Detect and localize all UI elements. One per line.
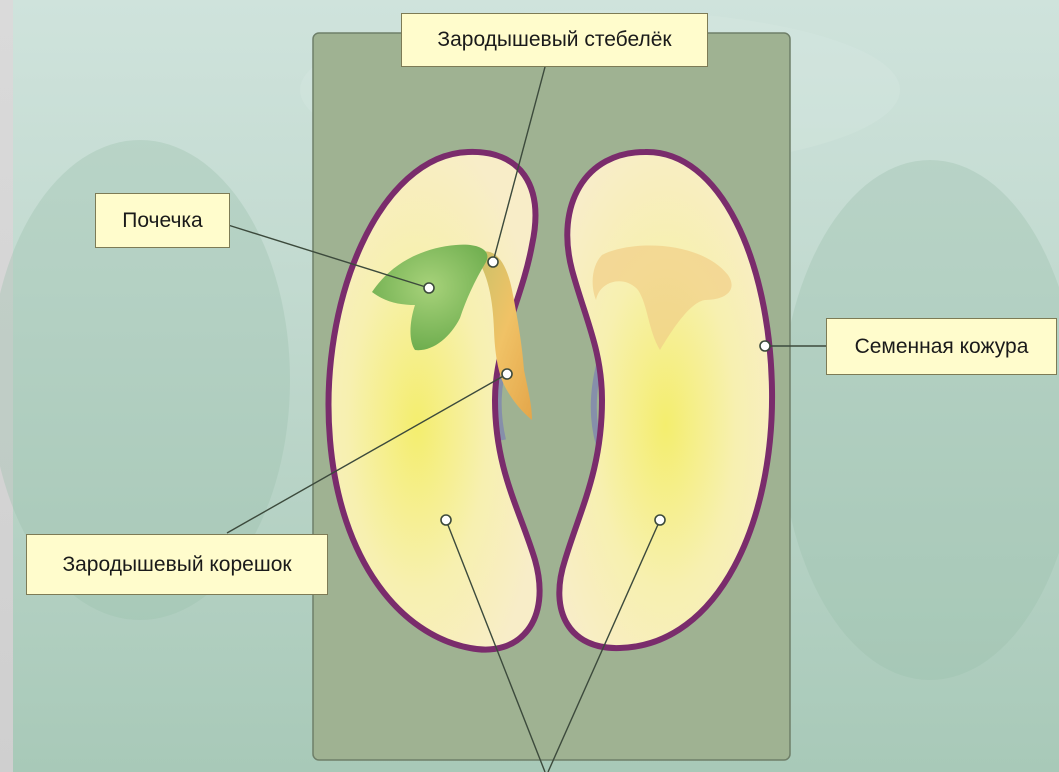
root-pointer-dot [502, 369, 512, 379]
bud-pointer-dot [424, 283, 434, 293]
right-cotyledon-pointer-dot [655, 515, 665, 525]
label-embryo-root: Зародышевый корешок [26, 534, 328, 595]
label-embryo-stem: Зародышевый стебелёк [401, 13, 708, 67]
left-cotyledon-pointer-dot [441, 515, 451, 525]
label-seed-coat: Семенная кожура [826, 318, 1057, 375]
label-bud: Почечка [95, 193, 230, 248]
seed-coat-pointer-dot [760, 341, 770, 351]
stem-pointer-dot [488, 257, 498, 267]
